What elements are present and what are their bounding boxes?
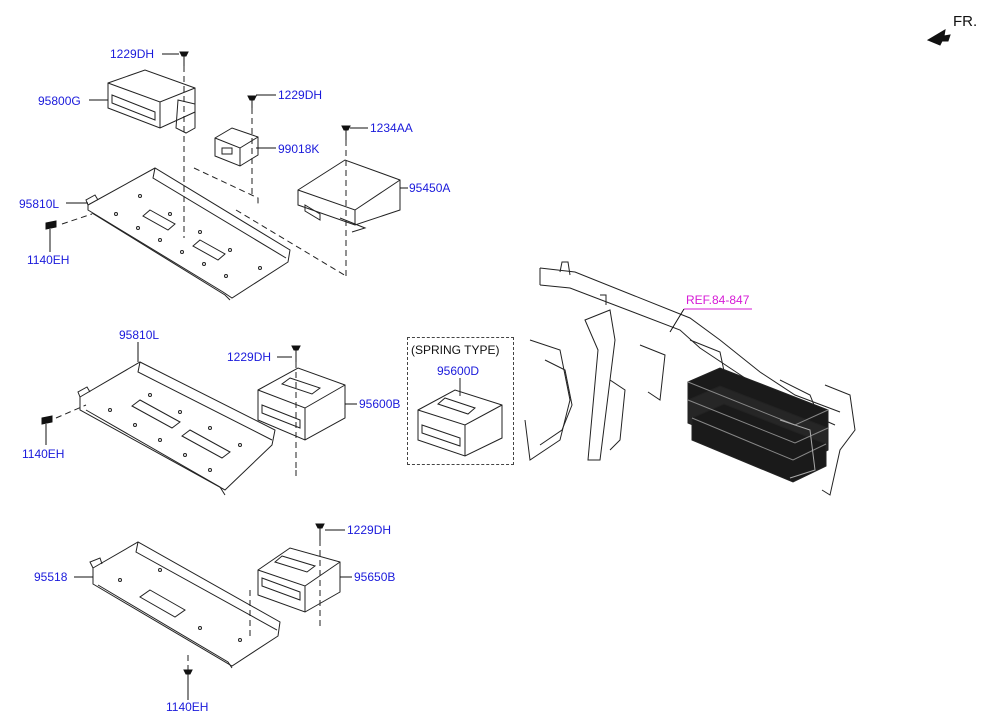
spring-type-title: (SPRING TYPE) bbox=[411, 343, 500, 357]
bolt-icon bbox=[41, 345, 301, 432]
part-label-99018k[interactable]: 99018K bbox=[278, 142, 320, 156]
module-icon bbox=[257, 367, 346, 441]
module-icon bbox=[297, 159, 401, 233]
bracket-icon bbox=[77, 361, 276, 496]
part-label-1140eh[interactable]: 1140EH bbox=[22, 447, 65, 461]
part-label-95450a[interactable]: 95450A bbox=[409, 181, 451, 195]
part-label-95800g[interactable]: 95800G bbox=[38, 94, 81, 108]
part-label-95650b[interactable]: 95650B bbox=[354, 570, 396, 584]
part-label-1229dh[interactable]: 1229DH bbox=[227, 350, 272, 364]
bolt-icon bbox=[183, 523, 325, 690]
part-label-1229dh[interactable]: 1229DH bbox=[110, 47, 155, 61]
spring-type-box bbox=[407, 337, 514, 465]
part-label-95810l[interactable]: 95810L bbox=[119, 328, 160, 342]
part-label-1229dh[interactable]: 1229DH bbox=[278, 88, 323, 102]
bolt-icon bbox=[45, 51, 351, 238]
front-arrow-icon bbox=[926, 29, 951, 46]
part-label-1140eh[interactable]: 1140EH bbox=[166, 700, 209, 714]
part-label-95518[interactable]: 95518 bbox=[34, 570, 68, 584]
module-icon bbox=[257, 547, 341, 613]
bracket-icon bbox=[89, 541, 281, 669]
module-icon bbox=[417, 378, 503, 457]
front-label: FR. bbox=[953, 13, 978, 30]
bracket-icon bbox=[85, 167, 291, 301]
part-label-1229dh[interactable]: 1229DH bbox=[347, 523, 392, 537]
part-label-95600d[interactable]: 95600D bbox=[437, 364, 480, 378]
module-icon bbox=[687, 367, 829, 483]
part-label-95600b[interactable]: 95600B bbox=[359, 397, 401, 411]
part-label-95810l[interactable]: 95810L bbox=[19, 197, 60, 211]
module-icon bbox=[107, 69, 196, 134]
reference-label[interactable]: REF.84-847 bbox=[686, 293, 750, 307]
part-label-1234aa[interactable]: 1234AA bbox=[370, 121, 413, 135]
part-label-1140eh[interactable]: 1140EH bbox=[27, 253, 70, 267]
crash-pad-frame-icon bbox=[524, 261, 856, 496]
